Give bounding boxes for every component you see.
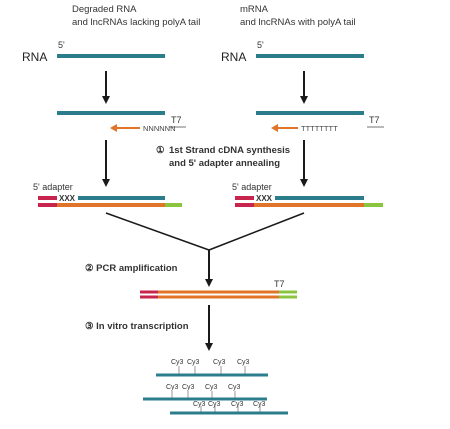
cy3-label: Cy3 bbox=[213, 359, 226, 366]
left-random-primer: NNNNNN bbox=[143, 124, 176, 133]
left-five-prime: 5' bbox=[58, 40, 65, 50]
step1-line1: 1st Strand cDNA synthesis bbox=[169, 145, 290, 156]
left-primer-arrowhead bbox=[110, 124, 117, 132]
right-adapter-xxx: XXX bbox=[256, 194, 273, 203]
left-rna-label: RNA bbox=[22, 50, 47, 64]
cy3-label: Cy3 bbox=[205, 384, 218, 391]
left-header-line2: and lncRNAs lacking polyA tail bbox=[72, 17, 200, 28]
right-t7-label: T7 bbox=[369, 115, 380, 125]
cy3-label: Cy3 bbox=[231, 401, 244, 408]
cy3-strand-1: Cy3 Cy3 Cy3 Cy3 bbox=[156, 359, 268, 377]
cy3-label: Cy3 bbox=[187, 359, 200, 366]
cy3-label: Cy3 bbox=[166, 384, 179, 391]
right-adapter-label: 5' adapter bbox=[232, 182, 272, 192]
right-oligo-dt-primer: TTTTTTTT bbox=[301, 124, 338, 133]
cy3-label: Cy3 bbox=[182, 384, 195, 391]
merge-line-left bbox=[105, 212, 210, 251]
right-header-line2: and lncRNAs with polyA tail bbox=[240, 17, 356, 28]
right-primer-arrowhead bbox=[271, 124, 278, 132]
pcr-t7-label: T7 bbox=[274, 279, 285, 289]
cy3-strand-3: Cy3 Cy3 Cy3 Cy3 bbox=[170, 401, 288, 415]
cy3-strand-2: Cy3 Cy3 Cy3 Cy3 bbox=[143, 384, 267, 401]
step1-number: ① bbox=[156, 145, 165, 156]
left-header-line1: Degraded RNA bbox=[72, 4, 137, 15]
cy3-label: Cy3 bbox=[228, 384, 241, 391]
step1-line2: and 5' adapter annealing bbox=[169, 158, 280, 169]
cy3-label: Cy3 bbox=[208, 401, 221, 408]
cy3-label: Cy3 bbox=[237, 359, 250, 366]
merge-line-right bbox=[208, 212, 305, 251]
step3-label: ③ In vitro transcription bbox=[85, 321, 189, 332]
right-five-prime: 5' bbox=[257, 40, 264, 50]
step2-label: ② PCR amplification bbox=[85, 263, 178, 274]
cy3-label: Cy3 bbox=[253, 401, 266, 408]
left-adapter-xxx: XXX bbox=[59, 194, 76, 203]
cy3-label: Cy3 bbox=[171, 359, 184, 366]
left-t7-label: T7 bbox=[171, 115, 182, 125]
right-rna-label: RNA bbox=[221, 50, 246, 64]
cy3-label: Cy3 bbox=[193, 401, 206, 408]
left-adapter-label: 5' adapter bbox=[33, 182, 73, 192]
right-header-line1: mRNA bbox=[240, 4, 269, 15]
